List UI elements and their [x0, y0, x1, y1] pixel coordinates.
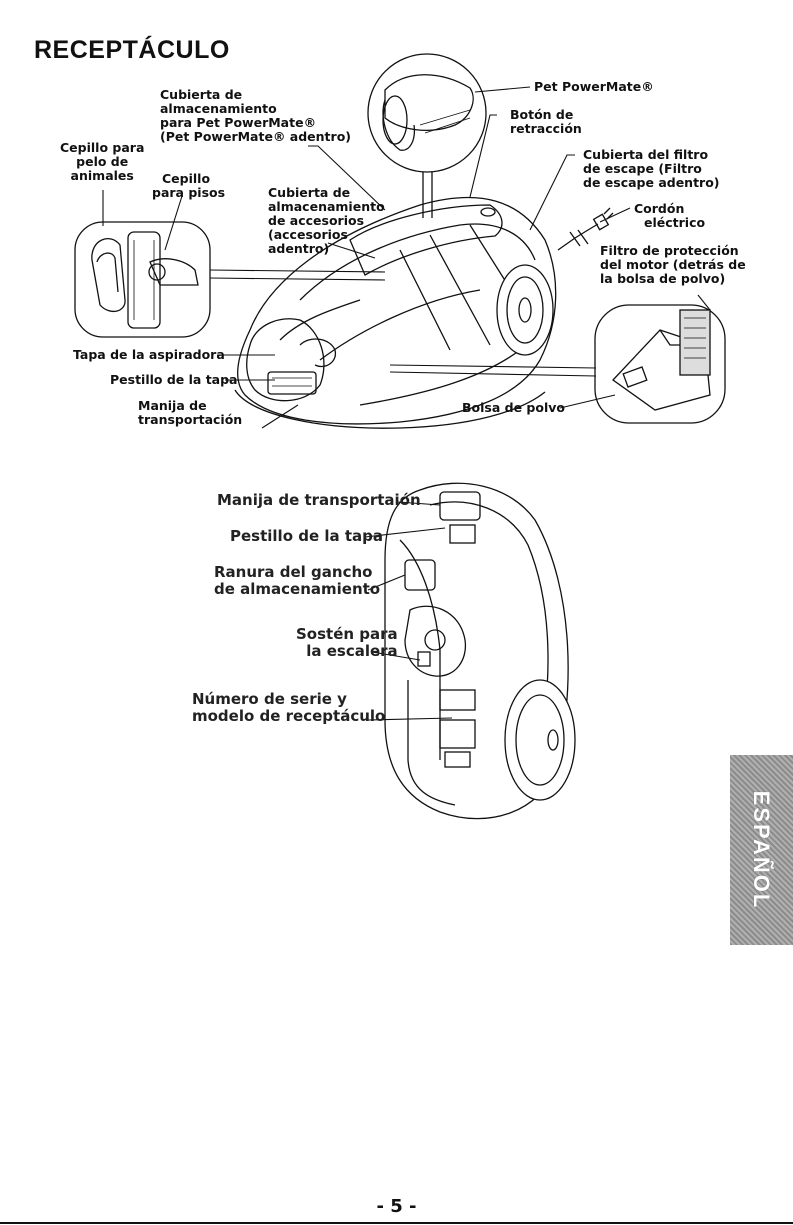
- dust-bag-inset: [594, 304, 726, 424]
- canister-bottom-view-drawing: [384, 482, 576, 820]
- label-bottom-carry-handle: Manija de transportaión: [217, 491, 421, 509]
- brushes-inset: [74, 221, 211, 338]
- page-number: - 5 -: [376, 1196, 417, 1217]
- language-tab: ESPAÑOL: [730, 755, 793, 945]
- bottom-leader-lines: [364, 501, 453, 721]
- label-power-cord: Cordón eléctrico: [634, 201, 706, 230]
- label-serial-model: Número de serie y modelo de receptáculo: [192, 690, 386, 725]
- label-pet-hair-brush: Cepillo para pelo de animales: [60, 140, 145, 183]
- language-tab-label: ESPAÑOL: [749, 790, 774, 910]
- bottom-rule: [0, 1222, 793, 1224]
- label-storage-cover: Cubierta de almacenamiento para Pet Powe…: [160, 87, 351, 144]
- label-motor-filter: Filtro de protección del motor (detrás d…: [600, 243, 746, 286]
- page-title: RECEPTÁCULO: [34, 36, 230, 64]
- label-bottom-lid-latch: Pestillo de la tapa: [230, 527, 383, 545]
- label-carry-handle: Manija de transportación: [138, 398, 243, 427]
- label-pet-powermate: Pet PowerMate®: [534, 79, 654, 94]
- label-accessory-cover: Cubierta de almacenamiento de accesorios…: [268, 185, 385, 256]
- label-stair-holder: Sostén para la escalera: [296, 625, 398, 660]
- label-floor-brush: Cepillo para pisos: [152, 171, 226, 200]
- label-dust-bag: Bolsa de polvo: [462, 400, 565, 415]
- top-leader-lines: [102, 86, 711, 429]
- label-lid-latch: Pestillo de la tapa: [110, 372, 238, 387]
- pet-powermate-inset: [367, 53, 487, 218]
- label-exhaust-filter-cover: Cubierta del filtro de escape (Filtro de…: [583, 147, 720, 190]
- label-retract-button: Botón de retracción: [510, 107, 582, 136]
- label-lid: Tapa de la aspiradora: [73, 347, 225, 362]
- canister-top-view-drawing: [234, 196, 614, 429]
- label-hook-slot: Ranura del gancho de almacenamiento: [214, 563, 381, 598]
